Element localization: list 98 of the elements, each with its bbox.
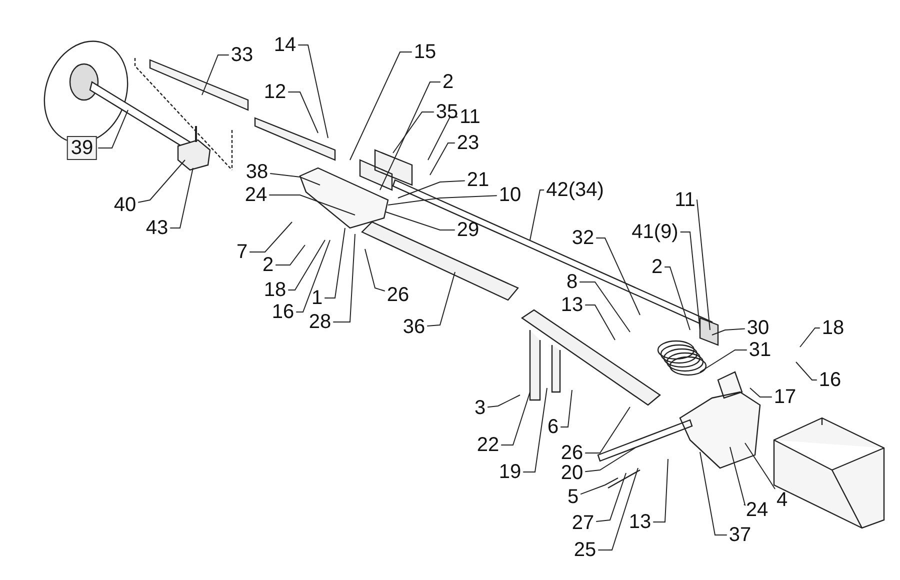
callout-number: 18 <box>820 318 846 338</box>
callout-number: 17 <box>772 387 798 407</box>
leader-line <box>332 234 356 322</box>
leader-line <box>268 194 356 216</box>
leader-line <box>249 222 292 252</box>
leader-line <box>364 248 386 292</box>
leader-line <box>730 446 746 506</box>
leader-line <box>487 394 520 408</box>
callout-number: 2 <box>441 72 455 92</box>
leader-line <box>350 52 412 160</box>
callout-number: 3 <box>473 398 487 418</box>
leader-line <box>750 388 772 398</box>
callout-number: 12 <box>262 82 288 102</box>
leader-line <box>298 44 328 138</box>
leader-line <box>652 458 668 522</box>
leader-line <box>275 244 306 266</box>
leader-line <box>596 238 640 316</box>
callout-number: 42(34) <box>545 180 605 200</box>
leader-line <box>696 200 710 330</box>
leader-line <box>522 388 548 472</box>
callout-number: 29 <box>456 220 480 240</box>
callout-number: 11 <box>458 107 482 127</box>
leader-line <box>530 190 545 240</box>
leader-line <box>202 54 230 96</box>
callout-number: 24 <box>744 500 770 520</box>
leader-line <box>170 168 194 228</box>
callout-number: 38 <box>244 162 270 182</box>
callout-number: 8 <box>565 272 579 292</box>
callout-number: 16 <box>818 370 842 390</box>
leader-line <box>388 195 498 206</box>
callout-number: 5 <box>566 487 580 507</box>
leader-line <box>98 110 128 148</box>
leader-line <box>712 328 746 336</box>
leader-line <box>500 392 530 446</box>
callout-number: 2 <box>650 257 664 277</box>
callout-number: 22 <box>476 435 500 455</box>
callout-number: 26 <box>386 285 410 305</box>
leader-line <box>584 406 630 454</box>
leader-line <box>430 142 456 176</box>
leader-line <box>324 228 346 298</box>
leader-line <box>800 328 820 348</box>
leader-line <box>744 442 776 490</box>
leader-line <box>138 160 186 203</box>
callout-number: 35 <box>434 102 460 122</box>
callout-number: 15 <box>412 42 438 62</box>
leader-line <box>579 282 630 332</box>
leader-line <box>664 266 690 330</box>
callout-number: 1 <box>310 288 324 308</box>
callout-number: 14 <box>272 35 298 55</box>
callout-number: 20 <box>560 463 584 483</box>
callout-number: 18 <box>262 280 288 300</box>
callout-number: 11 <box>674 190 696 210</box>
leader-line <box>584 304 616 340</box>
callout-number: 36 <box>402 317 426 337</box>
callout-number: 41(9) <box>630 222 680 242</box>
callout-number: 28 <box>308 312 332 332</box>
callout-number: 33 <box>230 45 254 65</box>
callout-number: 31 <box>748 340 772 360</box>
leader-line <box>426 272 456 326</box>
callout-number: 21 <box>466 170 490 190</box>
leader-line <box>398 180 466 198</box>
callout-number: 23 <box>456 133 480 153</box>
leader-line <box>596 472 626 522</box>
callout-number: 6 <box>546 417 560 437</box>
callout-number: 24 <box>244 185 268 205</box>
boxed-callout-number: 39 <box>66 136 98 160</box>
callout-number: 13 <box>628 512 652 532</box>
leader-line <box>580 478 618 495</box>
leader-line <box>428 116 458 160</box>
leader-line <box>296 240 330 312</box>
callout-number: 30 <box>746 318 770 338</box>
leader-line <box>560 390 572 428</box>
leader-line <box>288 240 326 290</box>
callout-number: 40 <box>112 195 138 215</box>
leader-line <box>700 350 748 372</box>
leader-line <box>380 82 441 190</box>
callout-number: 2 <box>261 255 275 275</box>
callout-number: 16 <box>270 302 296 322</box>
leader-line <box>796 362 818 380</box>
callout-number: 10 <box>498 185 522 205</box>
callout-number: 26 <box>560 443 584 463</box>
leader-line <box>386 212 456 230</box>
callout-number: 19 <box>498 462 522 482</box>
leader-line <box>680 232 700 330</box>
leader-line <box>270 173 320 186</box>
leader-line <box>392 112 434 154</box>
leader-line <box>700 452 728 536</box>
callout-number: 25 <box>572 540 598 560</box>
callout-number: 13 <box>560 295 584 315</box>
callout-number: 37 <box>728 525 752 545</box>
callout-number: 27 <box>570 513 596 533</box>
callout-number: 32 <box>570 228 596 248</box>
leader-line <box>598 468 638 550</box>
leader-line <box>288 92 318 134</box>
callout-number: 4 <box>775 490 789 510</box>
callout-number: 43 <box>144 218 170 238</box>
leader-line <box>584 448 636 472</box>
callout-number: 7 <box>235 242 249 262</box>
